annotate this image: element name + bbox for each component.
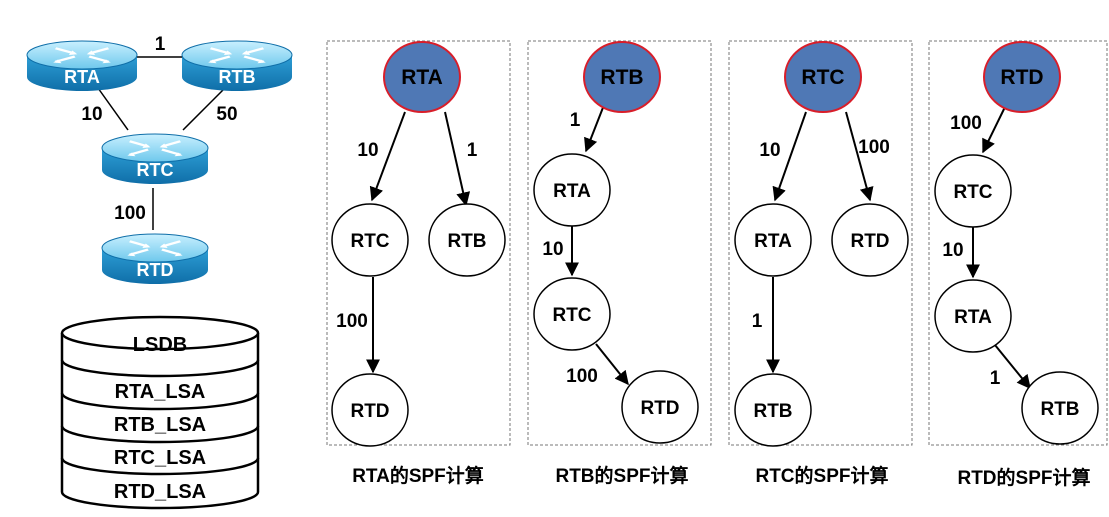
- cost-rta-rtc: 10: [81, 104, 102, 125]
- spf-tree-rta: RTA RTC RTB RTD 10 1 100 RTA的SPF计算: [326, 40, 511, 487]
- spf-panel-border: [928, 40, 1108, 446]
- spf-edge-cost: 1: [752, 311, 763, 332]
- spf-tree-rtb: RTB RTA RTC RTD 1 10 100 RTB的SPF计算: [527, 40, 712, 487]
- spf-edge: [845, 111, 874, 202]
- cost-rtb-rtc: 50: [216, 104, 237, 125]
- spf-node: [734, 373, 812, 447]
- spf-edge-cost: 1: [570, 110, 581, 131]
- lsdb-entry-rtc: RTC_LSA: [114, 447, 206, 469]
- spf-node: [934, 154, 1012, 228]
- router-icon-rtd: RTD: [101, 233, 209, 284]
- spf-edge: [584, 104, 605, 153]
- spf-root-node: [583, 41, 661, 113]
- router-label-rtc: RTC: [137, 160, 174, 180]
- spf-panel-border: [326, 40, 511, 446]
- spf-node: [621, 370, 699, 444]
- spf-tree-rtd: RTD RTC RTA RTB 100 10 1 RTD的SPF计算: [928, 40, 1108, 489]
- lsdb-database: LSDB RTA_LSA RTB_LSA RTC_LSA RTD_LSA: [60, 315, 260, 510]
- spf-edge: [772, 111, 807, 202]
- spf-node: [831, 203, 909, 277]
- spf-edge: [444, 111, 471, 207]
- spf-panel-border: [728, 40, 913, 446]
- spf-node-label: RTD: [850, 231, 889, 252]
- spf-edge: [369, 111, 406, 202]
- spf-edge-cost: 10: [357, 140, 378, 161]
- router-label-rtd: RTD: [137, 260, 174, 280]
- spf-node-label: RTC: [350, 231, 389, 252]
- router-icon-rta: RTA: [26, 40, 138, 91]
- spf-edge-cost: 1: [990, 368, 1001, 389]
- spf-caption: RTC的SPF计算: [755, 464, 888, 487]
- spf-node: [934, 279, 1012, 353]
- topology-link-costs: 1 10 50 100: [81, 34, 237, 224]
- router-icon-rtc: RTC: [101, 133, 209, 184]
- spf-edge-cost: 100: [858, 137, 890, 158]
- spf-node: [533, 277, 611, 351]
- spf-root-label: RTB: [600, 66, 643, 89]
- lsdb-entry-rtd: RTD_LSA: [114, 481, 206, 503]
- router-label-rtb: RTB: [219, 67, 256, 87]
- spf-node-label: RTB: [1040, 399, 1079, 420]
- spf-edge: [982, 106, 1006, 154]
- lsdb-title: LSDB: [133, 334, 187, 356]
- spf-root-label: RTC: [801, 66, 844, 89]
- spf-node: [1021, 371, 1099, 445]
- spf-edge-cost: 100: [566, 366, 598, 387]
- spf-node: [734, 203, 812, 277]
- spf-edge-cost: 10: [542, 239, 563, 260]
- lsdb-entry-rtb: RTB_LSA: [114, 414, 206, 436]
- spf-root-node: [383, 41, 461, 113]
- spf-root-label: RTA: [401, 66, 443, 89]
- spf-node: [533, 153, 611, 227]
- spf-node-label: RTA: [754, 231, 792, 252]
- link-rtb-rtc: [182, 87, 226, 131]
- spf-edge-cost: 1: [467, 140, 478, 161]
- spf-root-node: [983, 41, 1061, 113]
- spf-node-label: RTB: [753, 401, 792, 422]
- spf-node: [331, 373, 409, 447]
- spf-node-label: RTC: [552, 305, 591, 326]
- spf-node: [331, 203, 409, 277]
- spf-tree-rtc: RTC RTA RTD RTB 10 100 1 RTC的SPF计算: [728, 40, 913, 487]
- spf-node: [428, 203, 506, 277]
- spf-root-node: [784, 41, 862, 113]
- spf-node-label: RTB: [447, 231, 486, 252]
- spf-node-label: RTD: [350, 401, 389, 422]
- router-icon-rtb: RTB: [181, 40, 293, 91]
- spf-panel-border: [527, 40, 712, 446]
- spf-node-label: RTC: [953, 182, 992, 203]
- spf-edge-cost: 100: [336, 311, 368, 332]
- spf-root-label: RTD: [1000, 66, 1043, 89]
- cost-rtc-rtd: 100: [114, 203, 146, 224]
- spf-node-label: RTA: [553, 181, 591, 202]
- spf-caption: RTA的SPF计算: [352, 464, 484, 487]
- spf-node-label: RTD: [640, 398, 679, 419]
- cost-rta-rtb: 1: [155, 34, 166, 55]
- spf-edge-cost: 100: [950, 113, 982, 134]
- spf-edge-cost: 10: [759, 140, 780, 161]
- spf-caption: RTB的SPF计算: [555, 464, 688, 487]
- spf-node-label: RTA: [954, 307, 992, 328]
- link-rta-rtc: [97, 87, 129, 131]
- spf-edge: [595, 343, 629, 386]
- router-label-rta: RTA: [64, 67, 100, 87]
- spf-edge: [994, 344, 1031, 390]
- spf-caption: RTD的SPF计算: [957, 466, 1090, 489]
- spf-edge-cost: 10: [942, 240, 963, 261]
- lsdb-entry-rta: RTA_LSA: [115, 381, 206, 403]
